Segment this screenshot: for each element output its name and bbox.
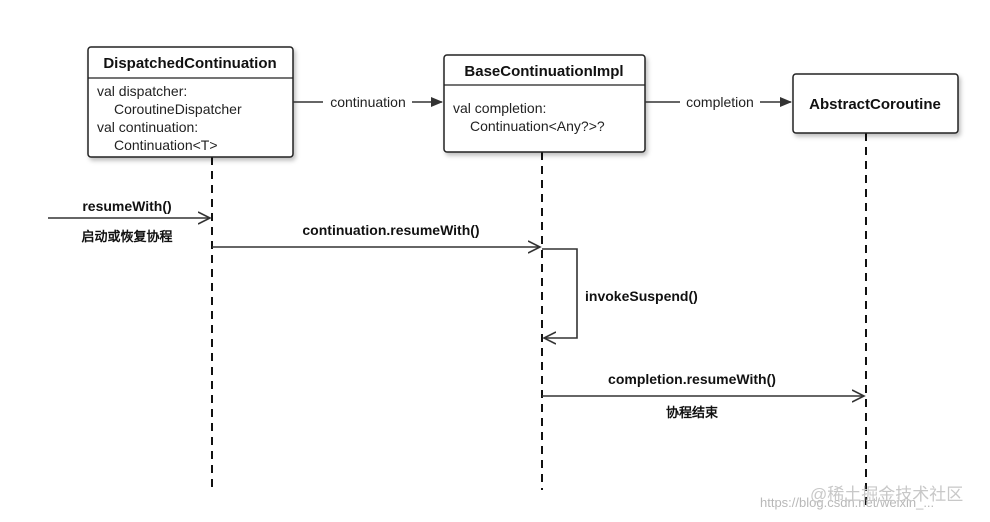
class-box-base-continuation-impl: BaseContinuationImpl val completion: Con… <box>443 54 646 153</box>
relation-completion: completion <box>645 94 792 110</box>
message-resume-with: resumeWith() 启动或恢复协程 <box>48 198 210 244</box>
field-line-3: val continuation: <box>97 119 198 135</box>
class-title-base: BaseContinuationImpl <box>464 63 623 80</box>
class-box-abstract-coroutine: AbstractCoroutine <box>792 73 959 134</box>
relation-continuation: continuation <box>293 94 443 110</box>
field-line-completion-type: Continuation<Any?>? <box>470 118 605 134</box>
class-title-dispatched: DispatchedContinuation <box>103 55 276 72</box>
relation-label-continuation: continuation <box>330 94 406 110</box>
class-title-abstract: AbstractCoroutine <box>809 96 941 113</box>
message-label-completion-resume: completion.resumeWith() <box>608 371 776 387</box>
message-label-invoke-suspend: invokeSuspend() <box>585 288 698 304</box>
field-line-2: CoroutineDispatcher <box>114 101 242 117</box>
class-box-dispatched-continuation: DispatchedContinuation val dispatcher: C… <box>87 46 294 158</box>
field-line-1: val dispatcher: <box>97 83 187 99</box>
message-sub-start-or-resume: 启动或恢复协程 <box>81 229 172 244</box>
message-invoke-suspend: invokeSuspend() <box>542 248 698 338</box>
watermark-brand: @稀土掘金技术社区 <box>810 485 963 504</box>
relation-label-completion: completion <box>686 94 754 110</box>
message-label-resume-with: resumeWith() <box>82 198 171 214</box>
watermark-url: https://blog.csdn.net/weixin_... <box>760 495 934 510</box>
field-line-completion: val completion: <box>453 100 546 116</box>
message-sub-coroutine-end: 协程结束 <box>666 405 719 420</box>
message-label-continuation-resume: continuation.resumeWith() <box>302 222 479 238</box>
message-continuation-resume-with: continuation.resumeWith() <box>212 222 540 247</box>
message-completion-resume-with: completion.resumeWith() 协程结束 <box>542 371 864 420</box>
field-line-4: Continuation<T> <box>114 137 218 153</box>
watermark: https://blog.csdn.net/weixin_... @稀土掘金技术… <box>760 485 963 510</box>
